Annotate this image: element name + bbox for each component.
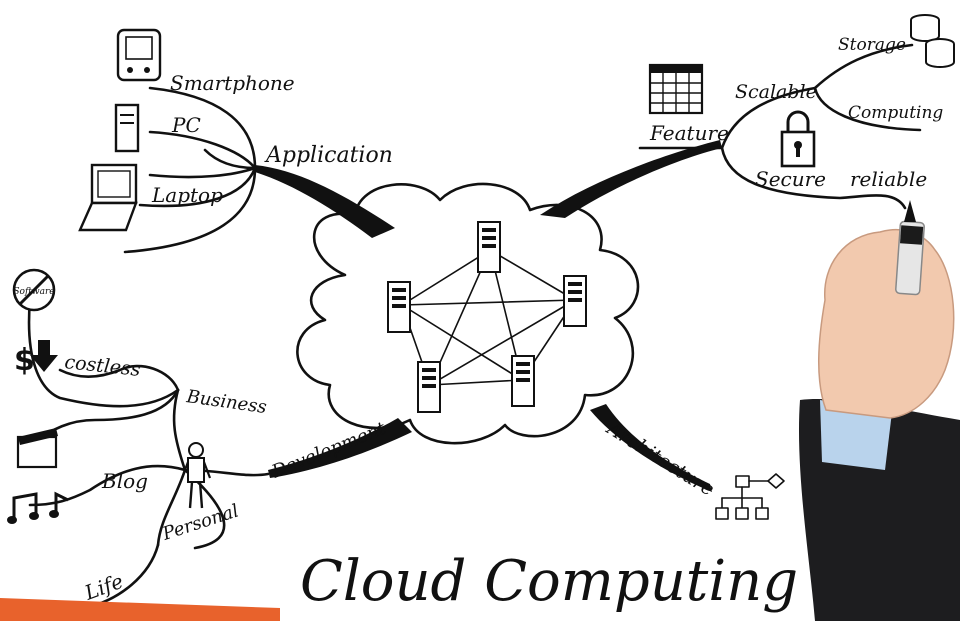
padlock-icon	[780, 110, 816, 168]
branch-development	[268, 418, 412, 478]
server-network	[387, 221, 587, 413]
server-icon	[417, 361, 441, 413]
software-label: Software	[13, 287, 54, 297]
marker-icon	[895, 200, 925, 296]
server-icon	[477, 221, 501, 273]
smartphone-icon	[116, 28, 162, 82]
shirt-cuff	[820, 400, 892, 470]
laptop-icon	[78, 163, 138, 232]
business-label: Business	[184, 386, 268, 418]
no-software-icon: Software	[12, 268, 56, 312]
architecture-branch: Architecture	[602, 417, 785, 520]
branch-feature	[540, 140, 722, 218]
storage-label: Storage	[838, 35, 906, 55]
scalable-label: Scalable	[735, 81, 817, 103]
feature-label: Feature	[649, 121, 729, 145]
music-notes-icon	[7, 491, 69, 524]
dollar-down-arrow-icon: $	[14, 340, 58, 378]
secure-label: Secure	[755, 167, 826, 191]
personal-label: Personal	[159, 500, 242, 545]
reliable-label: reliable	[850, 167, 927, 191]
diagram-title: Cloud Computing	[300, 549, 798, 614]
architecture-label: Architecture	[602, 417, 718, 501]
hand-with-marker	[798, 200, 960, 621]
computing-label: Computing	[848, 103, 943, 123]
pc-label: PC	[171, 113, 201, 137]
server-icon	[511, 355, 535, 407]
server-icon	[387, 281, 411, 333]
person-icon	[180, 442, 212, 509]
database-icon	[910, 14, 955, 68]
accent-bar	[0, 598, 280, 621]
life-label: Life	[81, 569, 127, 605]
hand	[817, 228, 955, 419]
application-branch: Application Smartphone PC Laptop	[78, 28, 393, 254]
laptop-label: Laptop	[151, 183, 223, 207]
central-cloud	[296, 182, 640, 445]
development-label: Development	[268, 418, 389, 483]
pc-icon	[114, 103, 140, 153]
feature-branch: Feature Scalable Storage Computing Secur…	[638, 14, 955, 210]
main-branches	[255, 140, 722, 492]
smartphone-label: Smartphone	[170, 71, 295, 95]
blog-label: Blog	[101, 469, 148, 493]
branch-architecture	[590, 404, 712, 492]
dollar-sign: $	[14, 343, 35, 378]
calendar-icon	[648, 63, 704, 115]
hierarchy-icon	[715, 473, 785, 520]
server-icon	[563, 275, 587, 327]
clapperboard-icon	[16, 428, 58, 469]
branch-application	[255, 165, 395, 238]
application-label: Application	[264, 143, 393, 168]
